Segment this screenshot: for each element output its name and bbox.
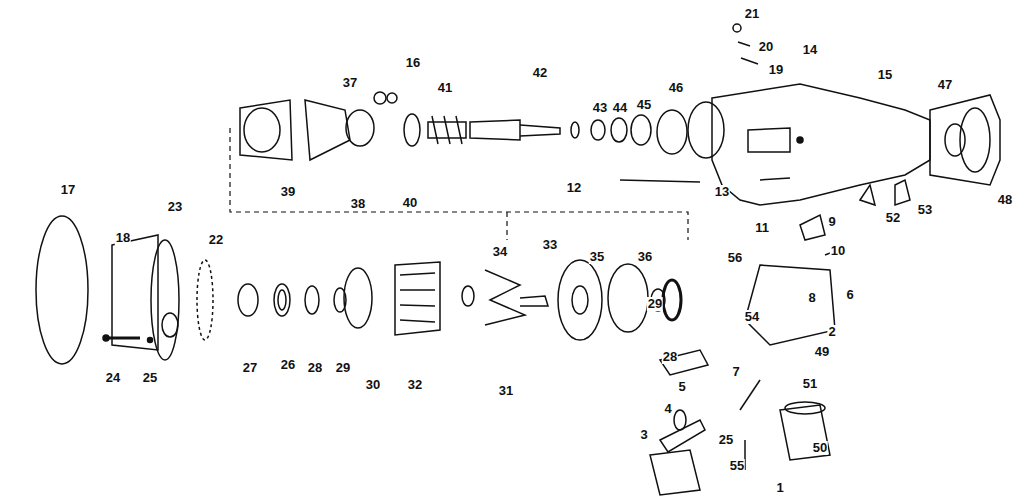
callout-number: 34 xyxy=(492,245,508,259)
callout-number: 15 xyxy=(877,68,893,82)
callout-number: 32 xyxy=(407,378,423,392)
callout-number: 28 xyxy=(662,350,678,364)
callout-number: 51 xyxy=(802,377,818,391)
callout-number: 41 xyxy=(437,81,453,95)
callout-number: 52 xyxy=(885,211,901,225)
callout-number: 16 xyxy=(405,56,421,70)
callout-number: 37 xyxy=(342,76,358,90)
callout-number: 46 xyxy=(668,81,684,95)
callout-number: 39 xyxy=(280,185,296,199)
callout-number: 14 xyxy=(802,43,818,57)
callout-number: 35 xyxy=(589,250,605,264)
callout-number: 28 xyxy=(307,361,323,375)
callout-number: 49 xyxy=(814,345,830,359)
callout-number: 20 xyxy=(758,40,774,54)
callout-number: 10 xyxy=(830,244,846,258)
callout-number: 1 xyxy=(775,481,784,495)
callout-number: 23 xyxy=(167,200,183,214)
callout-number: 38 xyxy=(350,197,366,211)
callout-number: 3 xyxy=(639,428,648,442)
callout-number: 30 xyxy=(365,378,381,392)
callout-number: 4 xyxy=(663,402,672,416)
callout-number: 7 xyxy=(731,365,740,379)
callout-number: 31 xyxy=(498,384,514,398)
callout-number: 50 xyxy=(812,441,828,455)
callout-number: 56 xyxy=(727,251,743,265)
callout-number: 25 xyxy=(142,371,158,385)
callout-number: 43 xyxy=(592,101,608,115)
callout-number: 13 xyxy=(714,185,730,199)
callout-number: 17 xyxy=(60,183,76,197)
callout-number: 11 xyxy=(754,221,770,235)
callout-number: 18 xyxy=(115,231,131,245)
callout-number: 26 xyxy=(280,358,296,372)
callout-number: 29 xyxy=(647,297,663,311)
callout-number: 53 xyxy=(917,203,933,217)
callout-number: 2 xyxy=(827,325,836,339)
callout-number: 22 xyxy=(208,233,224,247)
callout-number: 33 xyxy=(542,238,558,252)
callout-number: 47 xyxy=(937,78,953,92)
callout-number: 29 xyxy=(335,361,351,375)
callout-number: 5 xyxy=(677,380,686,394)
callout-number: 12 xyxy=(566,181,582,195)
callout-number: 19 xyxy=(768,63,784,77)
callout-number: 8 xyxy=(807,291,816,305)
callout-number: 9 xyxy=(827,215,836,229)
callout-number: 36 xyxy=(637,250,653,264)
callout-number: 27 xyxy=(242,361,258,375)
callout-number: 42 xyxy=(532,66,548,80)
callout-number: 40 xyxy=(402,196,418,210)
callout-number: 48 xyxy=(997,193,1013,207)
callout-number: 55 xyxy=(729,459,745,473)
callout-number: 25 xyxy=(718,433,734,447)
callout-number: 24 xyxy=(105,371,121,385)
callout-number: 6 xyxy=(845,288,854,302)
callout-number: 44 xyxy=(612,101,628,115)
callout-number: 21 xyxy=(744,7,760,21)
callout-number: 45 xyxy=(636,98,652,112)
callout-number: 54 xyxy=(744,310,760,324)
